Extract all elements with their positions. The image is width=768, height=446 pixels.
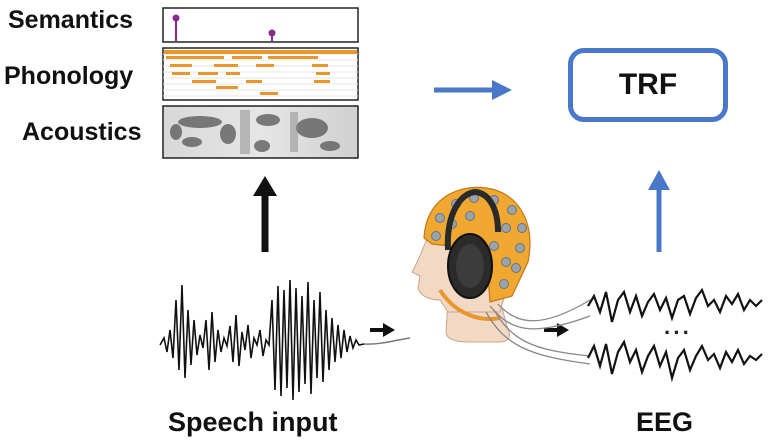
arrow-head-to-eeg — [544, 323, 569, 337]
arrow-speech-to-features — [253, 176, 277, 252]
semantics-panel — [162, 7, 359, 43]
speech-input-label: Speech input — [168, 407, 338, 437]
speech-cable — [363, 337, 411, 345]
eeg-label: EEG — [636, 407, 694, 437]
trf-label: TRF — [618, 68, 678, 101]
eeg-more-channels-ellipsis: ··· — [664, 320, 692, 345]
arrow-speech-to-head — [370, 323, 395, 337]
semantics-label: Semantics — [8, 6, 134, 34]
arrow-features-to-trf — [434, 80, 512, 100]
arrow-eeg-to-trf — [648, 170, 670, 252]
eeg-headset-head-icon — [411, 186, 591, 365]
trf-box: TRF — [568, 48, 728, 122]
phonology-label: Phonology — [4, 62, 134, 90]
speech-waveform — [159, 279, 365, 401]
acoustics-panel — [162, 105, 359, 159]
phonology-panel — [162, 47, 359, 101]
eeg-trace-2 — [587, 339, 763, 383]
eeg-trace-1 — [587, 287, 763, 323]
acoustics-label: Acoustics — [22, 118, 142, 146]
